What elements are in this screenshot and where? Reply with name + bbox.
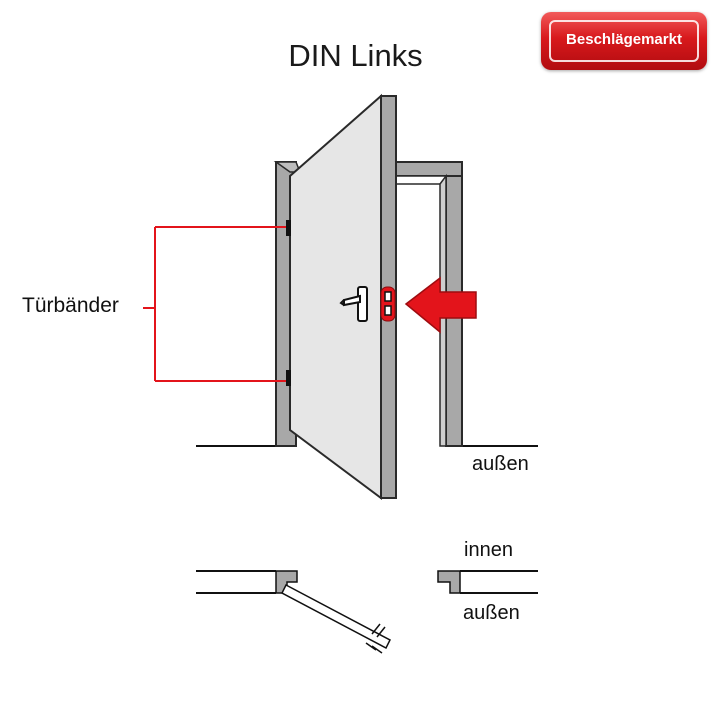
outside-label-top: außen [472,453,529,475]
hinges-label: Türbänder [22,294,119,317]
brand-logo: Beschlägemarkt [541,12,707,70]
hinges-bracket [143,226,286,382]
logo-border [549,20,699,62]
page-title: DIN Links [288,38,423,73]
logo-text: Beschlägemarkt [566,31,682,48]
plan-frame-right [437,570,461,594]
frame-header-right [395,161,463,177]
hinge-icon [286,220,291,236]
plan-door-leaf [281,583,391,650]
arrow-left-icon [404,276,477,334]
outside-label-bottom: außen [463,602,520,624]
inside-label: innen [464,539,513,561]
door-handle-icon [339,286,368,322]
lock-latch-icon [380,286,396,322]
plan-frame-left [275,570,298,594]
frame-header-inner [395,175,447,185]
plan-view [196,570,538,654]
hinge-icon [286,370,291,386]
